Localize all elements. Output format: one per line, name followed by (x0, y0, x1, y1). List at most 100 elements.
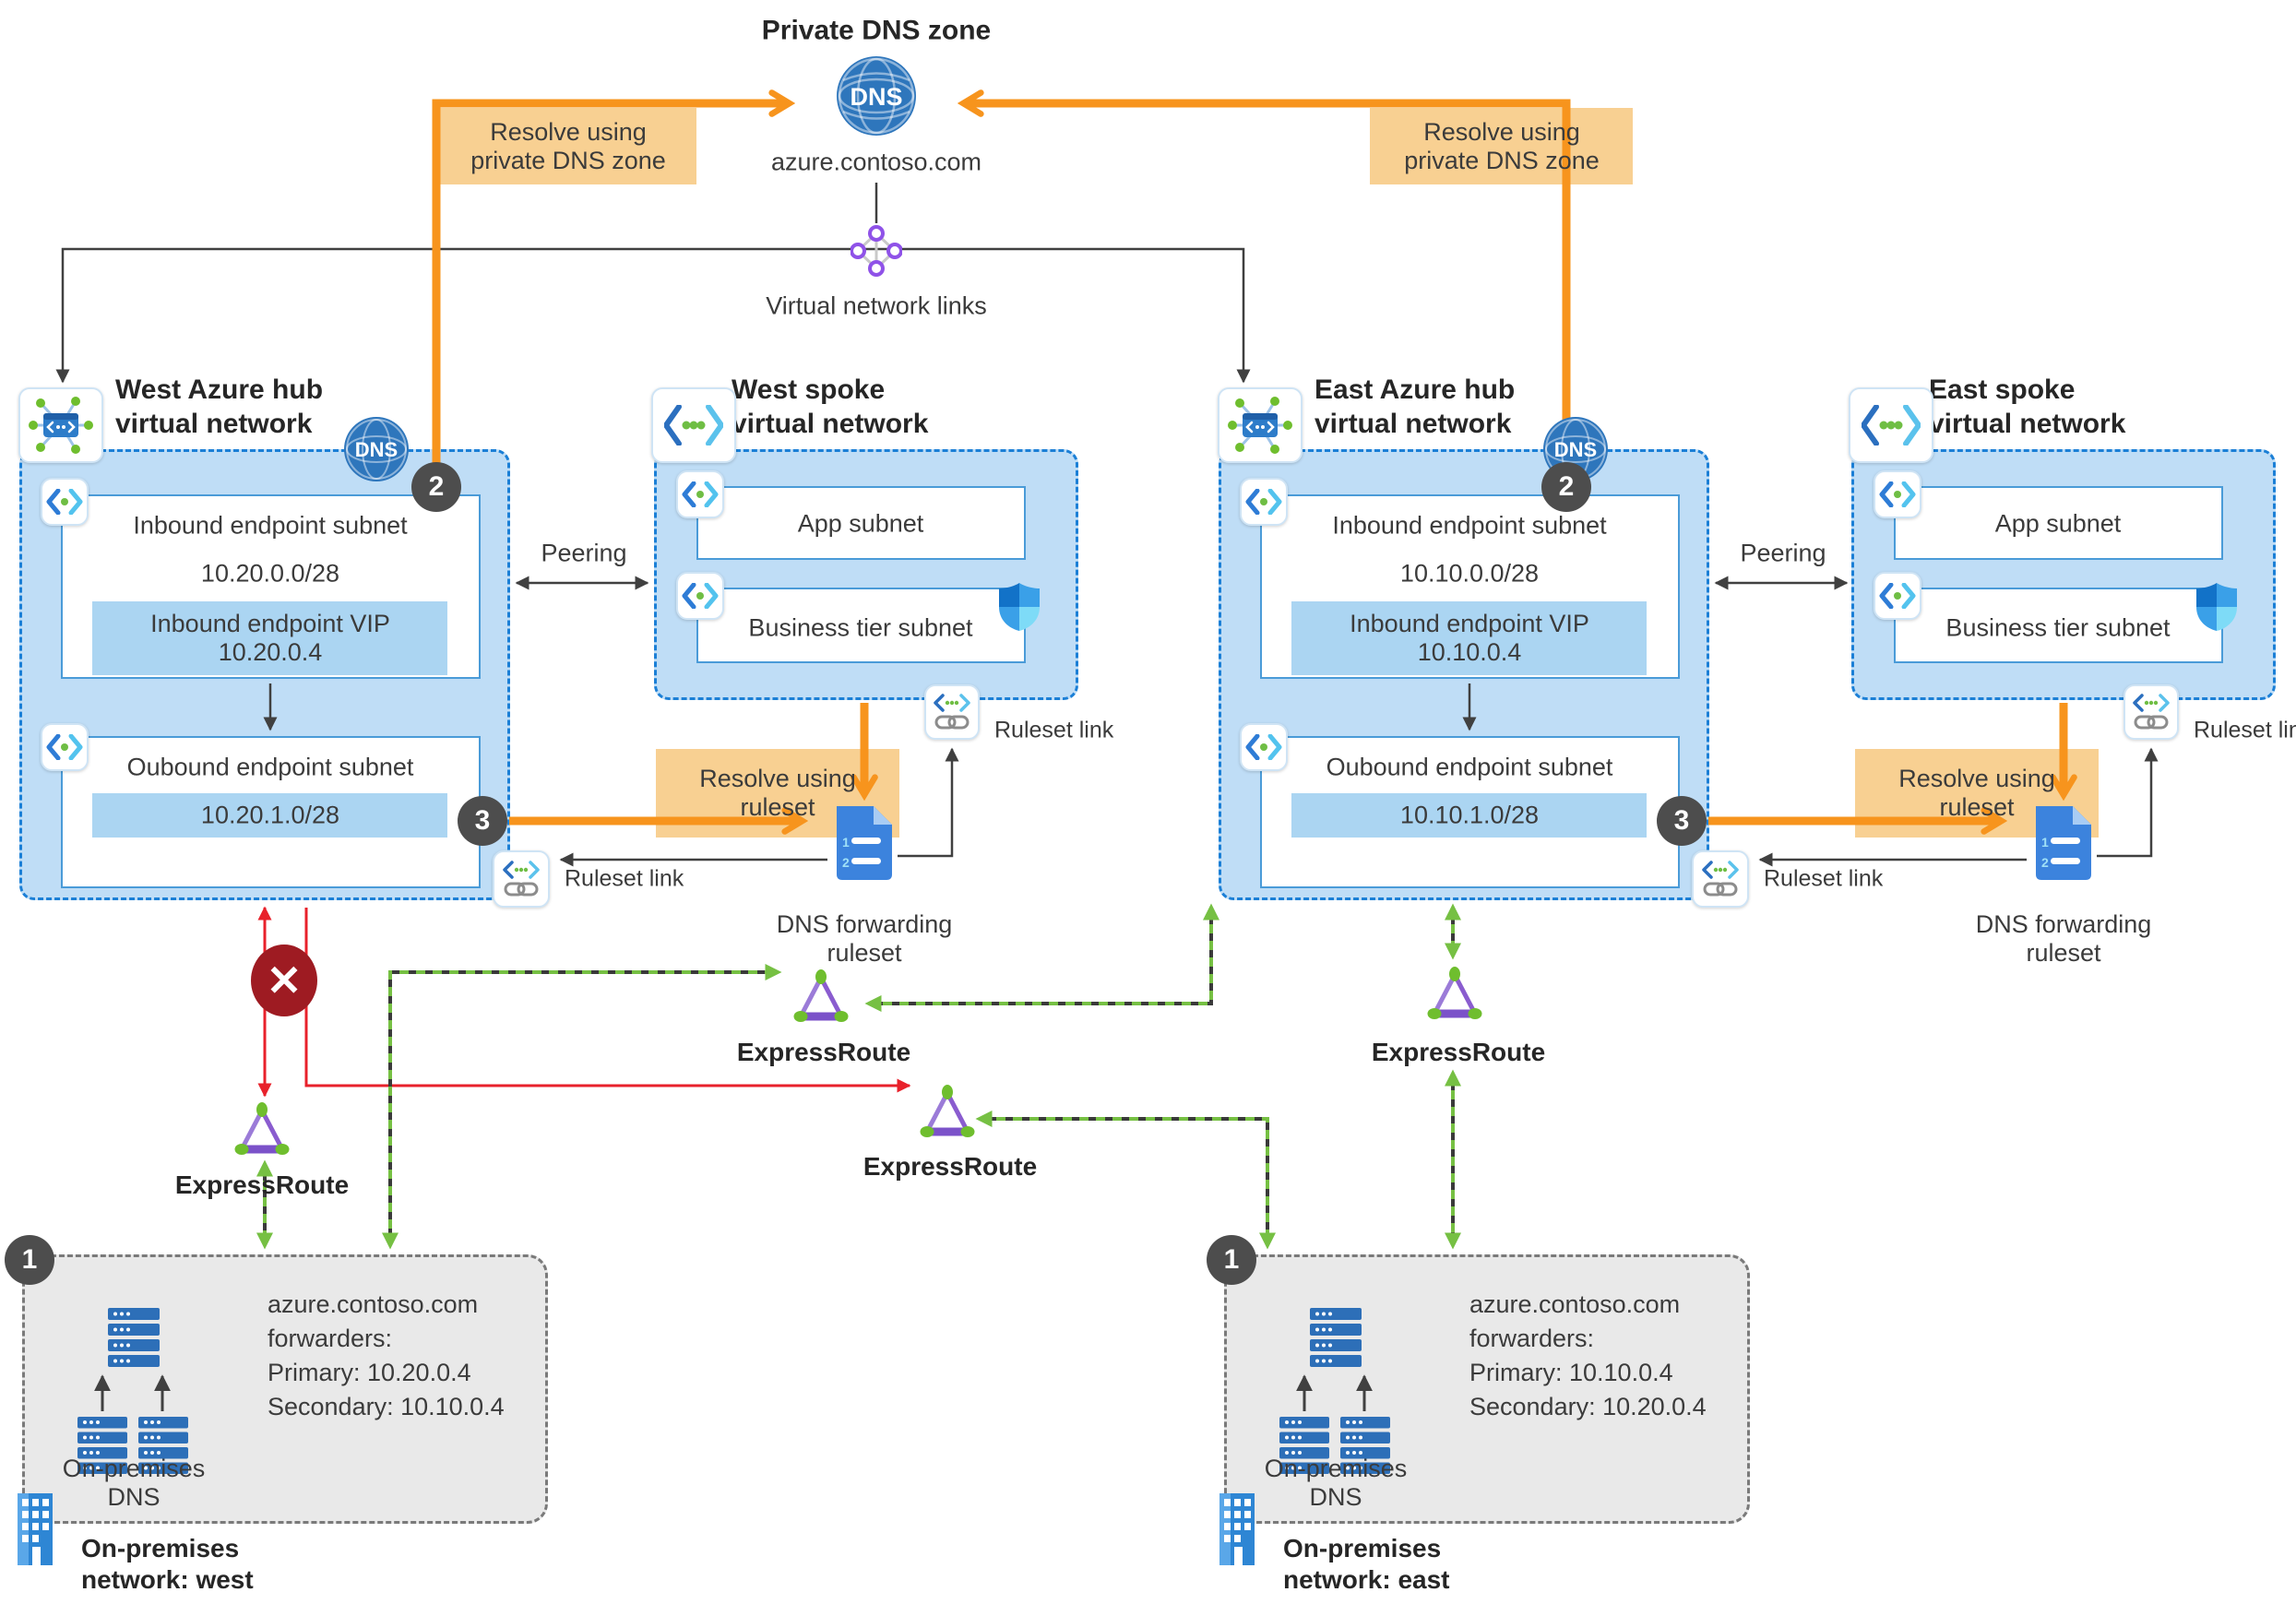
spoke-east-vnet-icon (1849, 387, 1933, 463)
step1-badge-east: 1 (1207, 1235, 1256, 1285)
svg-text:1: 1 (2041, 835, 2049, 850)
hub-west-outbound-subnet-icon (41, 723, 89, 771)
onprem-west-server-top-icon (108, 1308, 160, 1372)
hub-east-vip-label: Inbound endpoint VIP 10.10.0.4 (1350, 610, 1589, 666)
ruleset-link-hub-east-label: Ruleset link (1764, 865, 1884, 892)
ruleset-link-hub-west-label: Ruleset link (565, 865, 684, 892)
onprem-west-building-icon (18, 1493, 53, 1570)
onprem-west-server-right-icon (138, 1417, 188, 1479)
hub-west-vip-label: Inbound endpoint VIP 10.20.0.4 (150, 610, 390, 666)
onprem-east-building-icon (1219, 1493, 1255, 1570)
private-dns-zone-title: Private DNS zone (761, 15, 992, 46)
hub-west-inbound-subnet-icon (41, 478, 89, 526)
spoke-east-business-subnet-icon (1874, 572, 1921, 620)
hub-east-outbound-title: Oubound endpoint subnet (1326, 753, 1613, 781)
expressroute-center1-icon (789, 968, 853, 1026)
ruleset-link-spoke-west-icon (924, 684, 980, 740)
dns-forwarding-ruleset-west-icon: 1 2 (829, 801, 896, 882)
expressroute-east-label: ExpressRoute (1371, 1038, 1546, 1066)
spoke-east-app-label: App subnet (1994, 509, 2122, 538)
resolve-ruleset-east-label: Resolve using ruleset (1898, 765, 2055, 821)
dns-zone-name: azure.contoso.com (770, 148, 982, 176)
expressroute-center1-label: ExpressRoute (736, 1038, 911, 1066)
dns-forwarding-ruleset-east-icon: 1 2 (2028, 801, 2095, 882)
ruleset-link-spoke-west-label: Ruleset link (994, 717, 1114, 743)
resolve-ruleset-west-label: Resolve using ruleset (699, 765, 856, 821)
spoke-east-app-box (1894, 486, 2223, 560)
step2-badge-west: 2 (411, 462, 461, 512)
vnet-links-icon (850, 225, 903, 277)
blocked-x-icon: ✕ (251, 945, 317, 1016)
spoke-west-business-subnet-icon (676, 572, 724, 620)
spoke-east-shield-icon (2195, 581, 2239, 633)
spoke-west-business-label: Business tier subnet (748, 613, 973, 642)
hub-west-title: West Azure hub virtual network (115, 374, 324, 439)
spoke-west-shield-icon (997, 581, 1041, 633)
expressroute-east-icon (1422, 966, 1487, 1023)
hub-east-outbound-cidr: 10.10.1.0/28 (1399, 801, 1540, 829)
ruleset-link-spoke-east-label: Ruleset link (2194, 717, 2296, 743)
spoke-east-business-box (1894, 588, 2223, 663)
ruleset-link-hub-west-icon (493, 850, 550, 908)
onprem-east-network-label: On-premises network: east (1283, 1534, 1450, 1594)
hub-east-vnet-icon (1218, 387, 1303, 463)
ruleset-link-hub-east-icon (1692, 850, 1749, 908)
peering-east-label: Peering (1740, 539, 1826, 567)
spoke-east-title: East spoke virtual network (1929, 374, 2126, 439)
hub-west-dns-badge-label: DNS (355, 438, 398, 461)
peering-west-label: Peering (541, 539, 627, 567)
svg-text:2: 2 (2041, 855, 2049, 870)
spoke-west-vnet-icon (651, 387, 736, 463)
hub-west-outbound-cidr: 10.20.1.0/28 (200, 801, 340, 829)
hub-east-dns-badge-label: DNS (1554, 438, 1597, 461)
onprem-west-forwarders-text: azure.contoso.com forwarders: Primary: 1… (268, 1290, 505, 1420)
hub-west-vnet-icon (18, 387, 103, 463)
step2-badge-east: 2 (1541, 462, 1591, 512)
spoke-west-app-box (696, 486, 1026, 560)
onprem-east-server-right-icon (1340, 1417, 1390, 1479)
step3-badge-west: 3 (458, 796, 507, 846)
ruleset-link-spoke-east-icon (2124, 684, 2179, 740)
hub-east-title: East Azure hub virtual network (1315, 374, 1516, 439)
onprem-east-forwarders-text: azure.contoso.com forwarders: Primary: 1… (1469, 1290, 1707, 1420)
dns-forwarding-ruleset-east-label: DNS forwarding ruleset (1975, 910, 2152, 967)
spoke-west-business-box (696, 588, 1026, 663)
hub-east-outbound-cidr-box (1291, 793, 1647, 838)
spoke-east-business-label: Business tier subnet (1945, 613, 2171, 642)
dns-globe-label: DNS (850, 83, 902, 111)
onprem-east-dns-label: On-premises DNS (1264, 1455, 1408, 1511)
resolve-private-west-label: Resolve using private DNS zone (470, 118, 666, 174)
hub-east-inbound-subnet-icon (1240, 478, 1288, 526)
expressroute-west-icon (230, 1101, 294, 1158)
expressroute-west-label: ExpressRoute (174, 1170, 350, 1199)
step3-badge-east: 3 (1657, 796, 1707, 846)
hub-east-inbound-cidr: 10.10.0.0/28 (1399, 559, 1540, 588)
hub-east-vip-box (1291, 601, 1647, 675)
spoke-west-title: West spoke virtual network (732, 374, 929, 439)
dns-forwarding-ruleset-west-label: DNS forwarding ruleset (776, 910, 953, 967)
hub-west-vip-box (92, 601, 447, 675)
hub-west-inbound-cidr: 10.20.0.0/28 (200, 559, 340, 588)
svg-text:1: 1 (842, 835, 850, 850)
spoke-west-app-subnet-icon (676, 470, 724, 518)
hub-west-inbound-title: Inbound endpoint subnet (133, 511, 408, 540)
hub-east-inbound-title: Inbound endpoint subnet (1332, 511, 1607, 540)
hub-west-outbound-title: Oubound endpoint subnet (126, 753, 414, 781)
onprem-west-dns-label: On-premises DNS (62, 1455, 206, 1511)
spoke-east-app-subnet-icon (1874, 470, 1921, 518)
vnet-links-label: Virtual network links (766, 291, 987, 320)
dns-globe-icon: DNS (836, 55, 917, 137)
onprem-west-server-left-icon (77, 1417, 127, 1479)
onprem-west-network-label: On-premises network: west (81, 1534, 254, 1594)
svg-text:2: 2 (842, 855, 850, 870)
onprem-east-box (1224, 1254, 1750, 1524)
onprem-east-server-left-icon (1279, 1417, 1329, 1479)
expressroute-center2-icon (915, 1084, 980, 1141)
hub-east-outbound-subnet-icon (1240, 723, 1288, 771)
hub-west-outbound-cidr-box (92, 793, 447, 838)
spoke-west-app-label: App subnet (797, 509, 924, 538)
resolve-private-east-label: Resolve using private DNS zone (1404, 118, 1600, 174)
expressroute-center2-label: ExpressRoute (862, 1152, 1038, 1181)
hub-west-dns-badge-icon: DNS (343, 416, 410, 482)
